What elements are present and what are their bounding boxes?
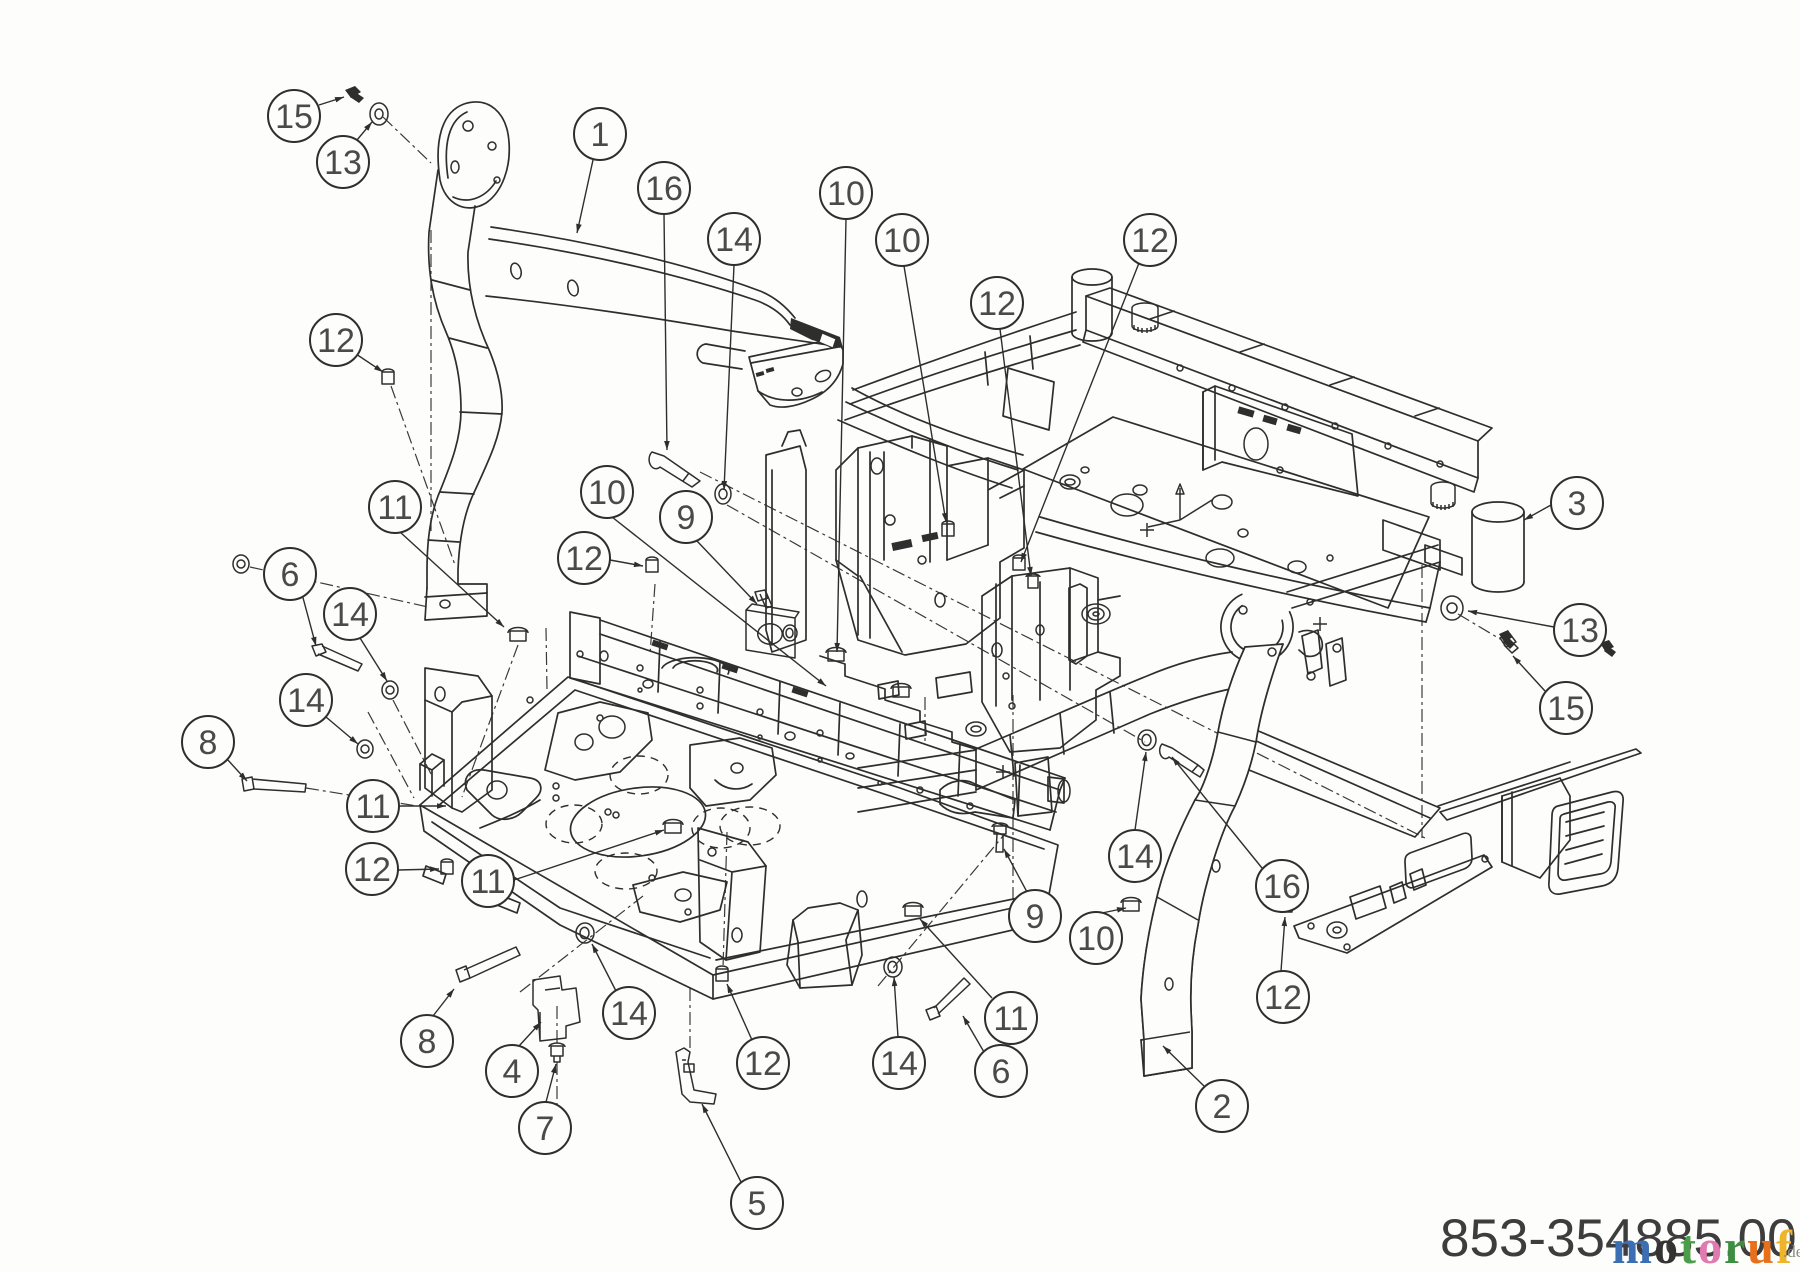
svg-text:12: 12 — [744, 1045, 782, 1083]
svg-text:10: 10 — [883, 222, 921, 260]
svg-text:10: 10 — [588, 474, 626, 512]
svg-text:15: 15 — [275, 98, 313, 136]
svg-text:11: 11 — [470, 863, 505, 901]
svg-text:1: 1 — [591, 116, 610, 154]
svg-text:7: 7 — [536, 1110, 555, 1148]
svg-text:12: 12 — [978, 285, 1016, 323]
svg-text:6: 6 — [992, 1053, 1011, 1091]
svg-text:6: 6 — [281, 556, 300, 594]
svg-text:11: 11 — [993, 1000, 1028, 1038]
svg-text:10: 10 — [1077, 920, 1115, 958]
svg-text:2: 2 — [1213, 1088, 1232, 1126]
svg-text:14: 14 — [331, 596, 369, 634]
svg-text:8: 8 — [418, 1023, 437, 1061]
svg-text:3: 3 — [1568, 485, 1587, 523]
svg-text:15: 15 — [1547, 690, 1585, 728]
svg-text:14: 14 — [880, 1045, 918, 1083]
svg-text:12: 12 — [1131, 222, 1169, 260]
svg-text:12: 12 — [565, 540, 603, 578]
svg-text:12: 12 — [317, 322, 355, 360]
svg-text:11: 11 — [377, 489, 412, 527]
svg-text:13: 13 — [324, 144, 362, 182]
svg-text:10: 10 — [827, 175, 865, 213]
svg-text:9: 9 — [1026, 898, 1045, 936]
svg-text:12: 12 — [1264, 979, 1302, 1017]
svg-text:5: 5 — [748, 1185, 767, 1223]
svg-text:16: 16 — [1263, 868, 1301, 906]
svg-text:12: 12 — [353, 851, 391, 889]
svg-text:14: 14 — [1116, 838, 1154, 876]
svg-text:14: 14 — [287, 682, 325, 720]
svg-text:16: 16 — [645, 170, 683, 208]
svg-text:11: 11 — [355, 788, 390, 826]
svg-text:9: 9 — [677, 499, 696, 537]
svg-text:14: 14 — [610, 995, 648, 1033]
svg-text:8: 8 — [199, 724, 218, 762]
svg-text:14: 14 — [715, 221, 753, 259]
svg-text:13: 13 — [1561, 612, 1599, 650]
svg-text:4: 4 — [503, 1053, 522, 1091]
